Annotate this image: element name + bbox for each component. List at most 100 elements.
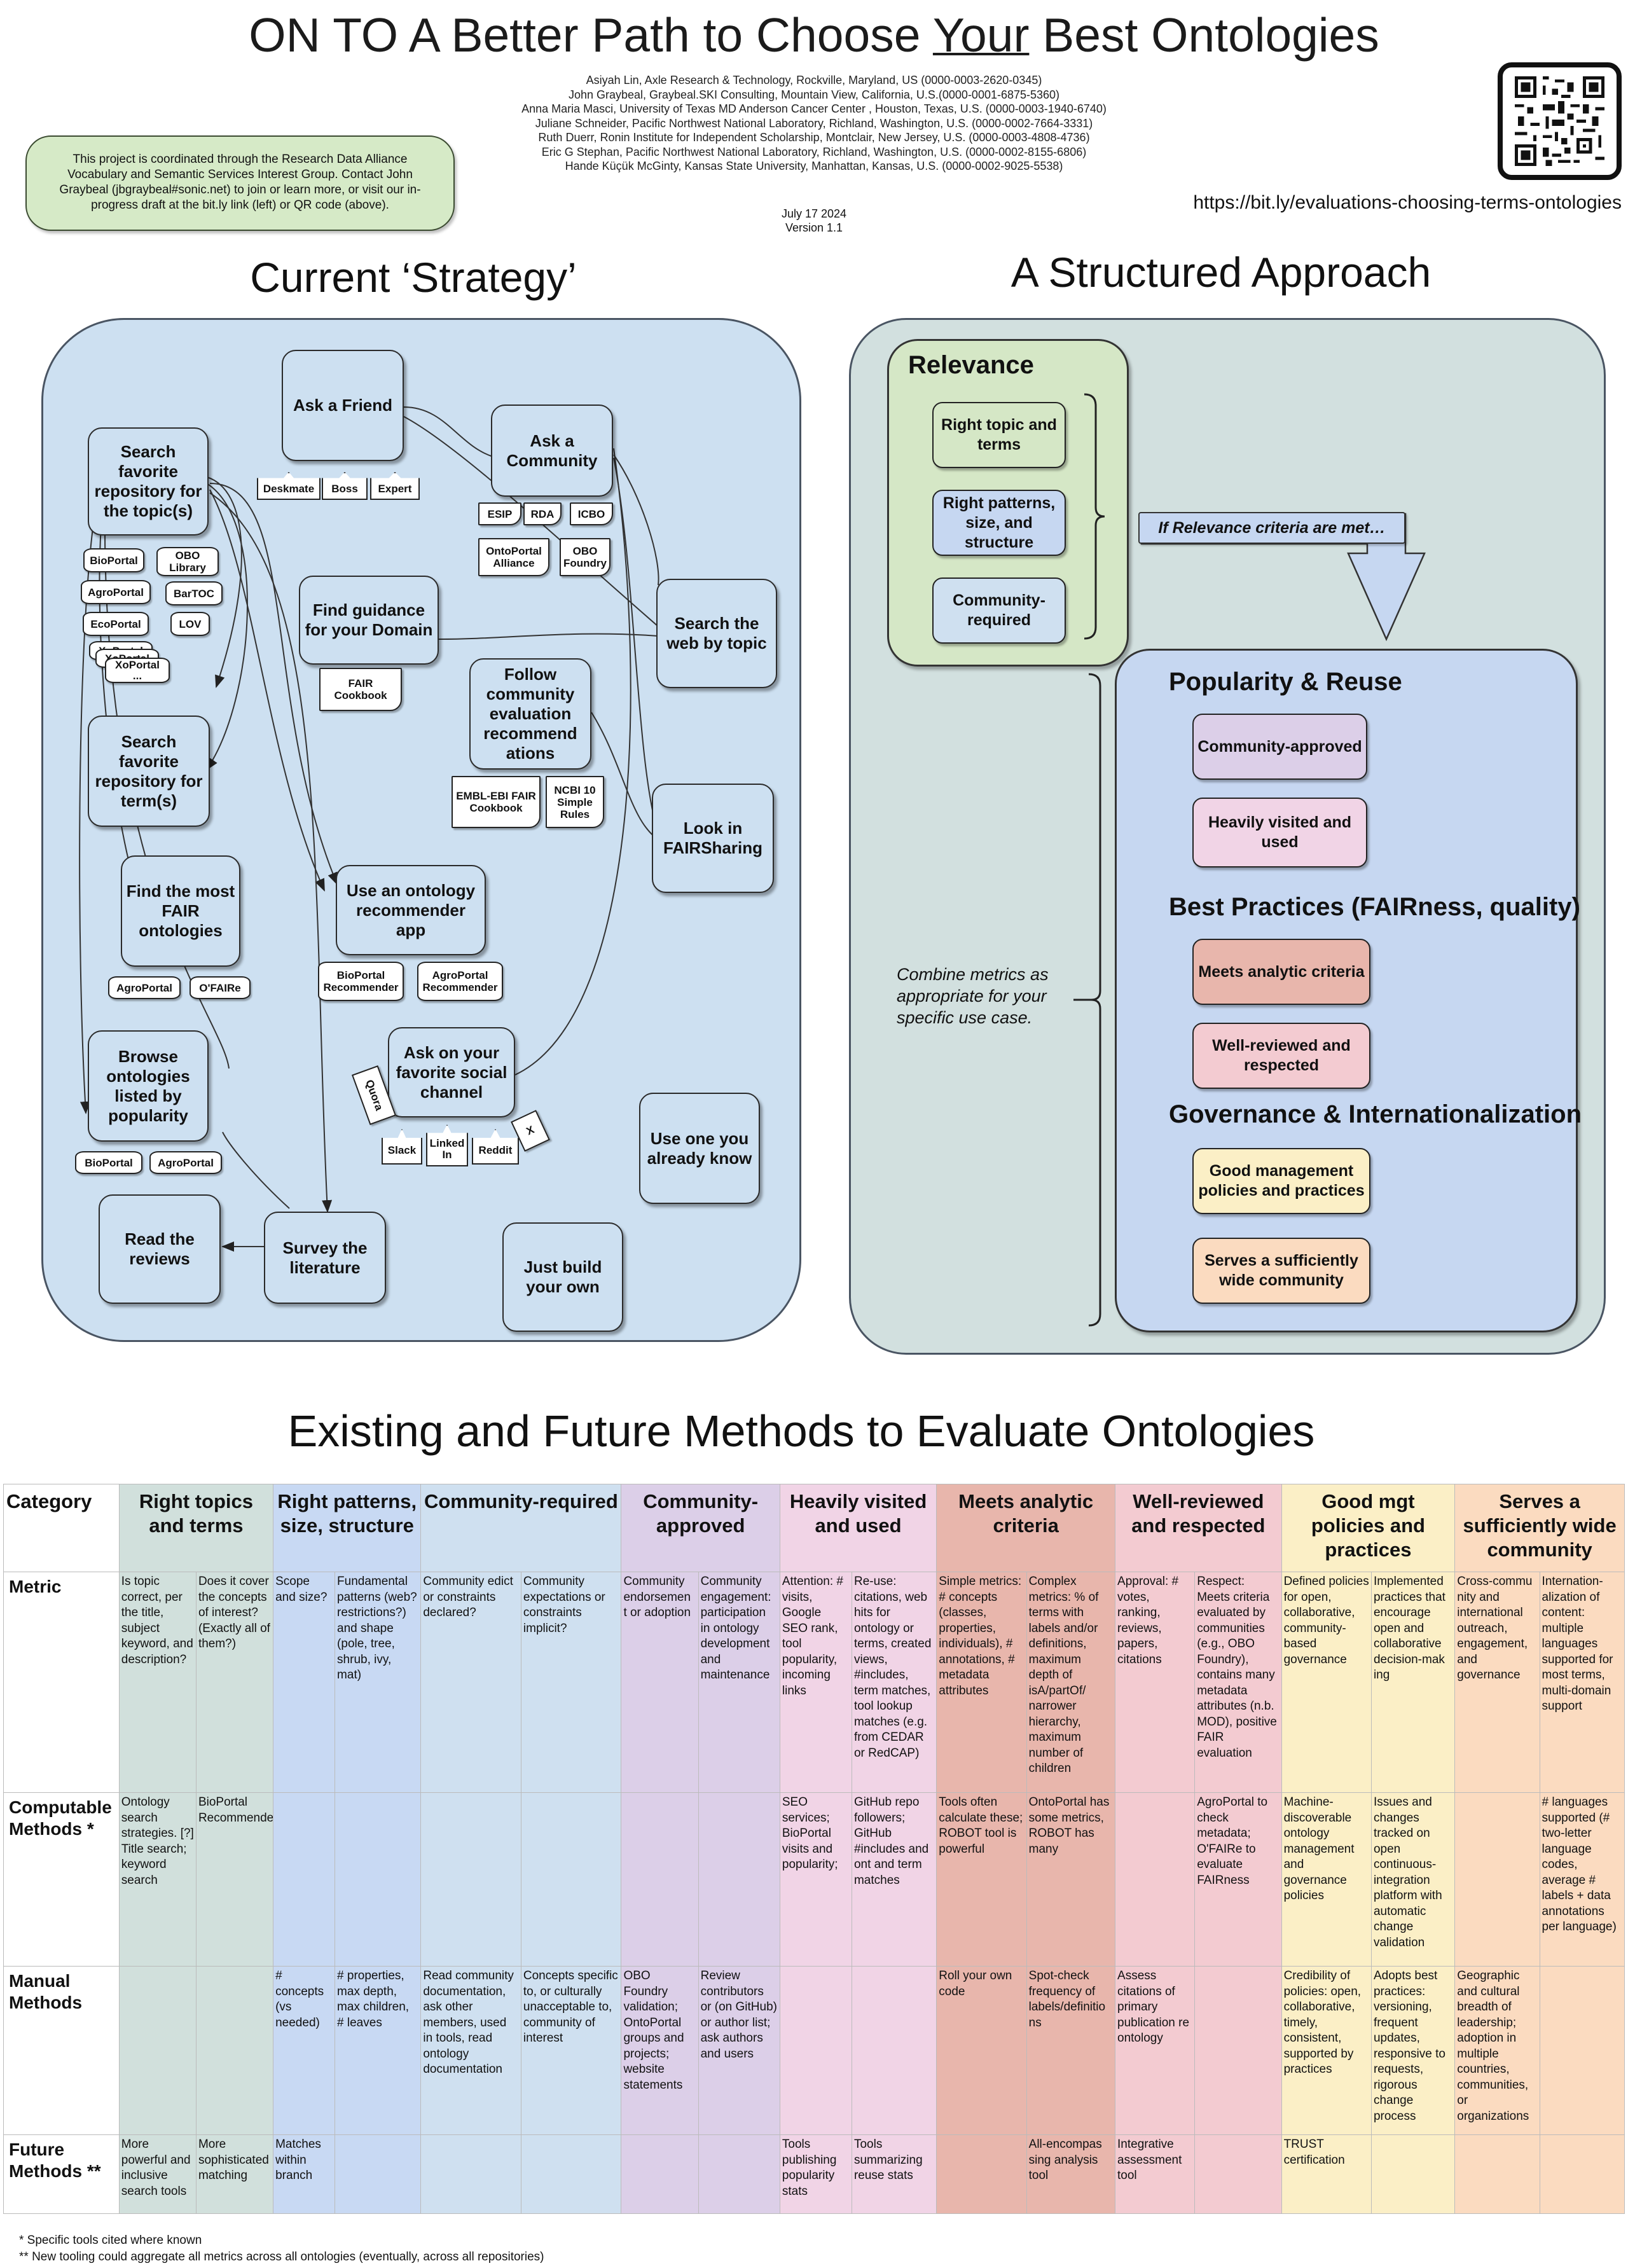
table-cell: # properties, max depth, max children, #… <box>335 1966 422 2135</box>
find-guidance-box[interactable]: Find guidance for your Domain <box>299 576 439 665</box>
table-cell: GitHub repo followers; GitHub #includes … <box>851 1792 937 1967</box>
table-cell: AgroPortal to check metadata; O'FAIRe to… <box>1194 1792 1282 1967</box>
community-approved-card[interactable]: Community-approved <box>1192 714 1367 780</box>
author-line: Juliane Schneider, Pacific Northwest Nat… <box>535 116 1093 130</box>
category-header: Community-approved <box>621 1484 780 1572</box>
contact-note: This project is coordinated through the … <box>25 135 455 231</box>
table-cell <box>420 2134 521 2214</box>
agroportal-recommender-chip: AgroPortal Recommender <box>417 962 503 1001</box>
table-cell: Roll your own code <box>936 1966 1027 2135</box>
table-cell: Ontology search strategies. [?] Title se… <box>118 1792 197 1967</box>
table-cell <box>851 1966 937 2135</box>
table-cell: Review contributors or (on GitHub) or au… <box>698 1966 780 2135</box>
table-cell: Approval: # votes, ranking, reviews, pap… <box>1115 1572 1196 1793</box>
table-cell: TRUST certification <box>1281 2134 1372 2214</box>
project-link[interactable]: https://bit.ly/evaluations-choosing-term… <box>1193 192 1622 213</box>
footnote: * Specific tools cited where known <box>19 2234 202 2247</box>
table-cell <box>1194 1966 1282 2135</box>
ncbi-simple-rules-chip: NCBI 10 Simple Rules <box>546 776 604 828</box>
table-cell: Concepts specific to, or culturally unac… <box>520 1966 622 2135</box>
table-cell <box>195 1966 274 2135</box>
table-cell: Issues and changes tracked on open conti… <box>1370 1792 1456 1967</box>
icbo-chip: ICBO <box>570 502 613 525</box>
search-web-box[interactable]: Search the web by topic <box>656 579 777 688</box>
table-cell: Internation-alization of content: multip… <box>1539 1572 1625 1793</box>
table-cell: All-encompas sing analysis tool <box>1026 2134 1116 2214</box>
ask-a-community-box[interactable]: Ask a Community <box>491 405 613 497</box>
table-cell: Tools summarizing reuse stats <box>851 2134 937 2214</box>
ofaire-chip: O'FAIRe <box>190 976 251 999</box>
category-header: Heavily visited and used <box>779 1484 937 1572</box>
category-header: Good mgt policies and practices <box>1281 1484 1456 1572</box>
category-header: Right topics and terms <box>118 1484 274 1572</box>
table-cell: Re-use: citations, web hits for ontology… <box>851 1572 937 1793</box>
ontology-recommender-box[interactable]: Use an ontology recommender app <box>336 865 486 955</box>
read-reviews-box[interactable]: Read the reviews <box>99 1194 221 1304</box>
embl-ebi-cookbook-chip: EMBL-EBI FAIR Cookbook <box>452 776 541 828</box>
popularity-heading: Popularity & Reuse <box>1169 668 1402 696</box>
combine-metrics-note: Combine metrics as appropriate for your … <box>897 965 1049 1027</box>
rda-chip: RDA <box>523 502 562 525</box>
browse-popularity-box[interactable]: Browse ontologies listed by popularity <box>88 1030 209 1142</box>
search-repo-term-box[interactable]: Search favorite repository for term(s) <box>88 716 210 827</box>
bioportal-recommender-chip: BioPortal Recommender <box>318 962 404 1001</box>
author-line: John Graybeal, Graybeal.SKI Consulting, … <box>568 88 1060 101</box>
current-strategy-heading: Current ‘Strategy’ <box>250 254 577 301</box>
agroportal-chip-2: AgroPortal <box>108 976 181 999</box>
right-topic-card[interactable]: Right topic and terms <box>932 402 1066 468</box>
category-header: Well-reviewed and respected <box>1115 1484 1282 1572</box>
just-build-box[interactable]: Just build your own <box>502 1222 623 1332</box>
table-cell: Community edict or constraints declared? <box>420 1572 521 1793</box>
serves-community-card[interactable]: Serves a sufficiently wide community <box>1192 1238 1370 1304</box>
qr-code-icon[interactable] <box>1498 62 1622 180</box>
community-required-card[interactable]: Community-required <box>932 577 1066 644</box>
relevance-heading: Relevance <box>908 351 1034 379</box>
xoportal-label: XoPortal <box>115 659 160 671</box>
search-repo-topic-box[interactable]: Search favorite repository for the topic… <box>88 427 209 536</box>
category-header: Community-required <box>420 1484 622 1572</box>
table-cell: Implemented practices that encourage ope… <box>1370 1572 1456 1793</box>
table-cell <box>1115 1792 1196 1967</box>
table-cell: Scope and size? <box>273 1572 336 1793</box>
look-in-fairsharing-box[interactable]: Look in FAIRSharing <box>652 784 774 893</box>
lov-chip: LOV <box>170 612 210 636</box>
table-cell <box>1194 2134 1282 2214</box>
author-line: Ruth Duerr, Ronin Institute for Independ… <box>538 131 1090 144</box>
table-cell: Attention: # visits, Google SEO rank, to… <box>779 1572 852 1793</box>
use-one-you-know-box[interactable]: Use one you already know <box>639 1093 760 1204</box>
table-cell: Tools often calculate these; ROBOT tool … <box>936 1792 1027 1967</box>
table-cell <box>621 2134 699 2214</box>
date: July 17 2024 <box>781 207 847 220</box>
if-relevance-met-arrow: If Relevance criteria are met… <box>1138 512 1405 544</box>
date-version: July 17 2024 Version 1.1 <box>750 207 878 235</box>
table-heading: Existing and Future Methods to Evaluate … <box>287 1406 1315 1456</box>
table-cell <box>936 2134 1027 2214</box>
category-label: Category <box>3 1484 120 1572</box>
table-cell: Spot-check frequency of labels/definitio… <box>1026 1966 1116 2135</box>
table-cell: SEO services; BioPortal visits and popul… <box>779 1792 852 1967</box>
table-cell <box>1539 1966 1625 2135</box>
category-header: Meets analytic criteria <box>936 1484 1116 1572</box>
ecoportal-chip: EcoPortal <box>83 612 149 636</box>
ask-social-channel-box[interactable]: Ask on your favorite social channel <box>388 1027 515 1117</box>
well-reviewed-card[interactable]: Well-reviewed and respected <box>1192 1023 1370 1089</box>
good-management-card[interactable]: Good management policies and practices <box>1192 1148 1370 1214</box>
meets-analytic-card[interactable]: Meets analytic criteria <box>1192 939 1370 1005</box>
table-cell: Fundamental patterns (web? restrictions?… <box>335 1572 422 1793</box>
ask-a-friend-box[interactable]: Ask a Friend <box>282 350 404 461</box>
heavily-visited-card[interactable]: Heavily visited and used <box>1192 798 1367 868</box>
survey-literature-box[interactable]: Survey the literature <box>264 1212 386 1304</box>
right-patterns-card[interactable]: Right patterns, size, and structure <box>932 490 1066 556</box>
table-cell <box>698 2134 780 2214</box>
table-cell <box>520 2134 622 2214</box>
table-cell: OntoPortal has some metrics, ROBOT has m… <box>1026 1792 1116 1967</box>
table-cell: Machine-discoverable ontology management… <box>1281 1792 1372 1967</box>
follow-community-box[interactable]: Follow community evaluation recommend at… <box>469 658 591 770</box>
table-cell <box>335 2134 422 2214</box>
find-most-fair-box[interactable]: Find the most FAIR ontologies <box>121 855 240 967</box>
bartoc-chip: BarTOC <box>165 581 223 605</box>
ontoportal-alliance-chip: OntoPortal Alliance <box>478 538 549 576</box>
table-cell: Community endorsemen t or adoption <box>621 1572 699 1793</box>
table-cell <box>1454 1792 1540 1967</box>
